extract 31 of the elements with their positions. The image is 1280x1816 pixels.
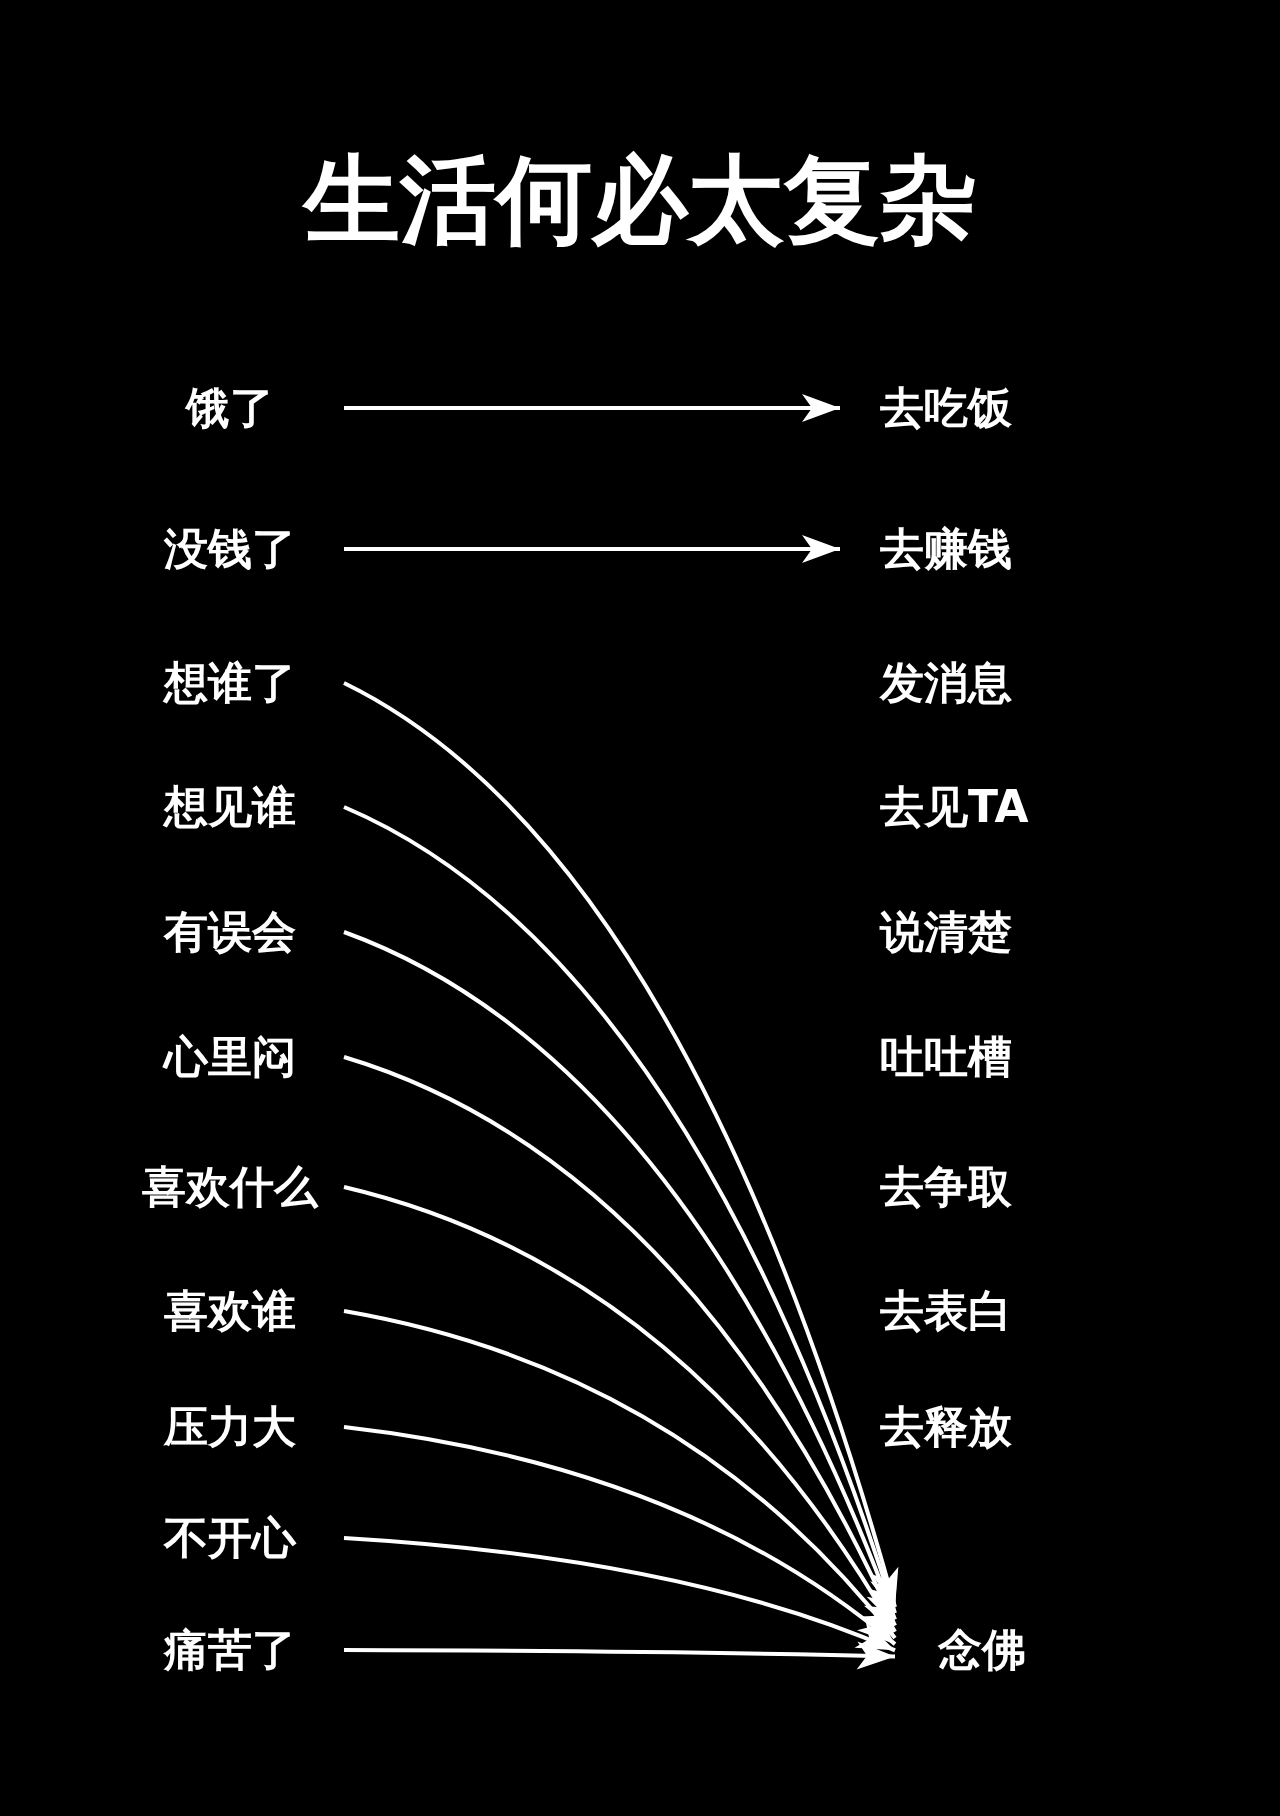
node-label: 有误会	[164, 906, 296, 957]
node-label: 吐吐槽	[880, 1031, 1012, 1082]
arrow	[344, 394, 840, 422]
node-label: 压力大	[164, 1401, 296, 1452]
node-label: 喜欢谁	[164, 1285, 296, 1336]
arrow	[343, 1055, 897, 1627]
node-label: 去吃饭	[880, 382, 1012, 433]
arrow	[343, 1536, 896, 1653]
node-label: 喜欢什么	[142, 1161, 318, 1212]
arrow	[343, 1185, 897, 1633]
arrow	[344, 535, 840, 563]
node-label: 去释放	[880, 1401, 1012, 1452]
title: 生活何必太复杂	[301, 143, 977, 258]
node-label: 说清楚	[880, 906, 1012, 957]
node-label: 饿了	[186, 382, 274, 433]
node-label: 不开心	[164, 1512, 296, 1563]
node-label: 想谁了	[164, 657, 296, 708]
node-label: 去赚钱	[880, 523, 1012, 574]
node-label: 想见谁	[164, 781, 296, 832]
node-label: 去表白	[880, 1285, 1012, 1336]
node-label: 念佛	[938, 1624, 1026, 1675]
node-label: 去见TA	[880, 781, 1029, 832]
node-label: 发消息	[880, 657, 1012, 708]
node-label: 心里闷	[164, 1031, 296, 1082]
arrow	[344, 1641, 896, 1670]
node-label: 没钱了	[164, 523, 296, 574]
arrow	[343, 930, 897, 1621]
arrow	[343, 1425, 897, 1646]
arrow	[343, 1309, 897, 1640]
node-label: 痛苦了	[164, 1624, 296, 1675]
node-label: 去争取	[880, 1161, 1012, 1212]
